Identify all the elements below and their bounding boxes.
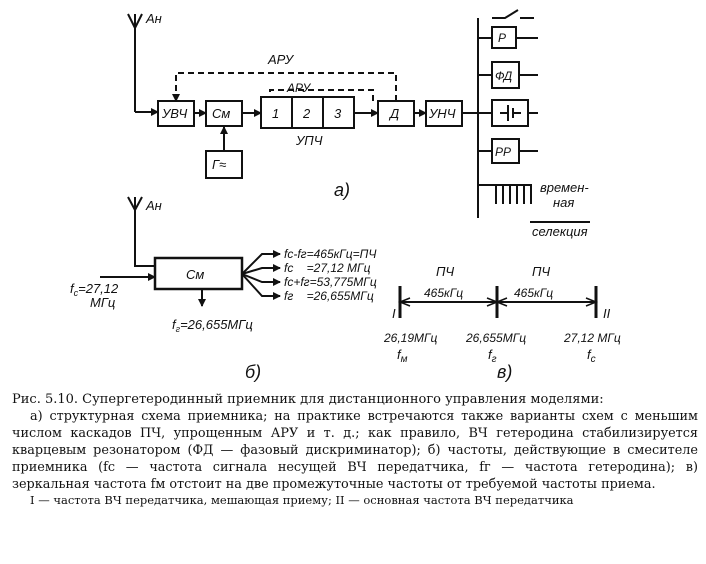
input-freq-value: =27,12	[78, 281, 119, 296]
mixer-output-3: fс+fг=53,775МГц	[284, 275, 377, 289]
diagram-b	[100, 196, 281, 307]
phase-discriminator-label: ФД	[495, 69, 513, 83]
osc-freq-symbol: f	[172, 317, 177, 332]
freq-name-signal-symbol: f	[587, 347, 592, 362]
rf-amp-block	[157, 100, 195, 127]
mark-right: II	[603, 306, 611, 321]
comb-icon	[492, 184, 532, 204]
relay-label: Р	[498, 31, 506, 45]
mixer-b-label: См	[186, 267, 204, 282]
tag-c: в)	[497, 362, 512, 382]
if-stage-3-label: 3	[334, 106, 342, 121]
input-freq-label: fс=27,12	[70, 281, 119, 298]
reed-relay-label: РР	[495, 145, 511, 159]
if-label-left: ПЧ	[436, 264, 454, 279]
lf-amp-label: УНЧ	[428, 106, 456, 121]
if-amp-block	[260, 96, 355, 129]
antenna-b-label: Ан	[145, 198, 162, 213]
diagram-a	[127, 9, 590, 223]
tag-a: а)	[334, 180, 350, 200]
input-freq-unit: МГц	[90, 295, 115, 310]
diagram-b-text: Ан См fс=27,12 МГц fг=26,655МГц fс-fг=46…	[70, 198, 377, 382]
agc-outer-loop	[172, 72, 397, 102]
freq-name-signal: fс	[587, 347, 596, 365]
if-amp-label: УПЧ	[295, 133, 323, 148]
freq-name-signal-sub: с	[591, 354, 596, 365]
span-right: 465кГц	[514, 286, 553, 300]
tag-b: б)	[245, 362, 261, 382]
freq-name-image-sub: м	[401, 354, 408, 365]
time-selection-line-2: ная	[553, 195, 574, 210]
oscillator-block	[205, 150, 243, 179]
oscillator-label: Г≈	[212, 157, 226, 172]
if-label-right: ПЧ	[532, 264, 550, 279]
freq-osc: 26,655МГц	[465, 331, 526, 345]
freq-name-image: fм	[397, 347, 408, 365]
osc-freq-subscript: г	[176, 324, 181, 334]
freq-image: 26,19МГц	[383, 331, 438, 345]
mixer-b-block	[153, 256, 244, 291]
mixer-output-1: fс-fг=465кГц=ПЧ	[284, 247, 377, 261]
diagram-c-text: ПЧ ПЧ 465кГц 465кГц I II 26,19МГц 26,655…	[383, 264, 621, 382]
battery-block	[491, 99, 529, 127]
mixer-output-2: fс =27,12 МГц	[284, 261, 371, 275]
span-left: 465кГц	[424, 286, 463, 300]
osc-freq-value: =26,655МГц	[180, 317, 253, 332]
mark-left: I	[392, 306, 396, 321]
detector-label: Д	[388, 106, 399, 121]
freq-signal: 27,12 МГц	[563, 331, 621, 345]
osc-freq-label: fг=26,655МГц	[172, 317, 253, 334]
mixer-output-4: fг =26,655МГц	[284, 289, 374, 303]
freq-name-image-symbol: f	[397, 347, 402, 362]
diagram-a-text: Ан АРУ АРУ УВЧ См 1 2 3 УПЧ Д УНЧ Г≈ Р Ф…	[145, 11, 589, 239]
agc-inner-label: АРУ	[286, 81, 311, 95]
mixer-label: См	[212, 106, 230, 121]
if-stage-1-label: 1	[272, 106, 279, 121]
switch-icon	[492, 9, 534, 19]
caption-body: а) структурная схема приемника; на практ…	[12, 409, 698, 492]
rf-amp-label: УВЧ	[161, 106, 188, 121]
antenna-b-icon	[127, 196, 155, 267]
time-selection-line-3: селекция	[532, 224, 588, 239]
freq-name-osc-symbol: f	[488, 347, 493, 362]
diagram-c	[397, 286, 599, 318]
reed-relay-block	[491, 138, 520, 164]
caption-title: Рис. 5.10. Супергетеродинный приемник дл…	[12, 392, 604, 407]
agc-inner-loop	[269, 89, 374, 101]
freq-name-osc-sub: г	[492, 354, 497, 365]
figure-caption: Рис. 5.10. Супергетеродинный приемник дл…	[12, 391, 698, 508]
input-freq-symbol: f	[70, 281, 75, 296]
battery-icon	[500, 105, 521, 121]
input-freq-subscript: с	[74, 288, 79, 298]
freq-name-osc: fг	[488, 347, 497, 365]
if-stage-2-label: 2	[302, 106, 311, 121]
phase-discriminator-block	[491, 61, 520, 89]
time-selection-line-1: времен-	[540, 180, 589, 195]
antenna-a-label: Ан	[145, 11, 162, 26]
caption-note: I — частота ВЧ передатчика, мешающая при…	[30, 493, 574, 507]
receiver-diagram: Ан АРУ АРУ УВЧ См 1 2 3 УПЧ Д УНЧ Г≈ Р Ф…	[70, 9, 621, 382]
agc-outer-label: АРУ	[267, 52, 295, 67]
antenna-icon	[127, 13, 143, 112]
